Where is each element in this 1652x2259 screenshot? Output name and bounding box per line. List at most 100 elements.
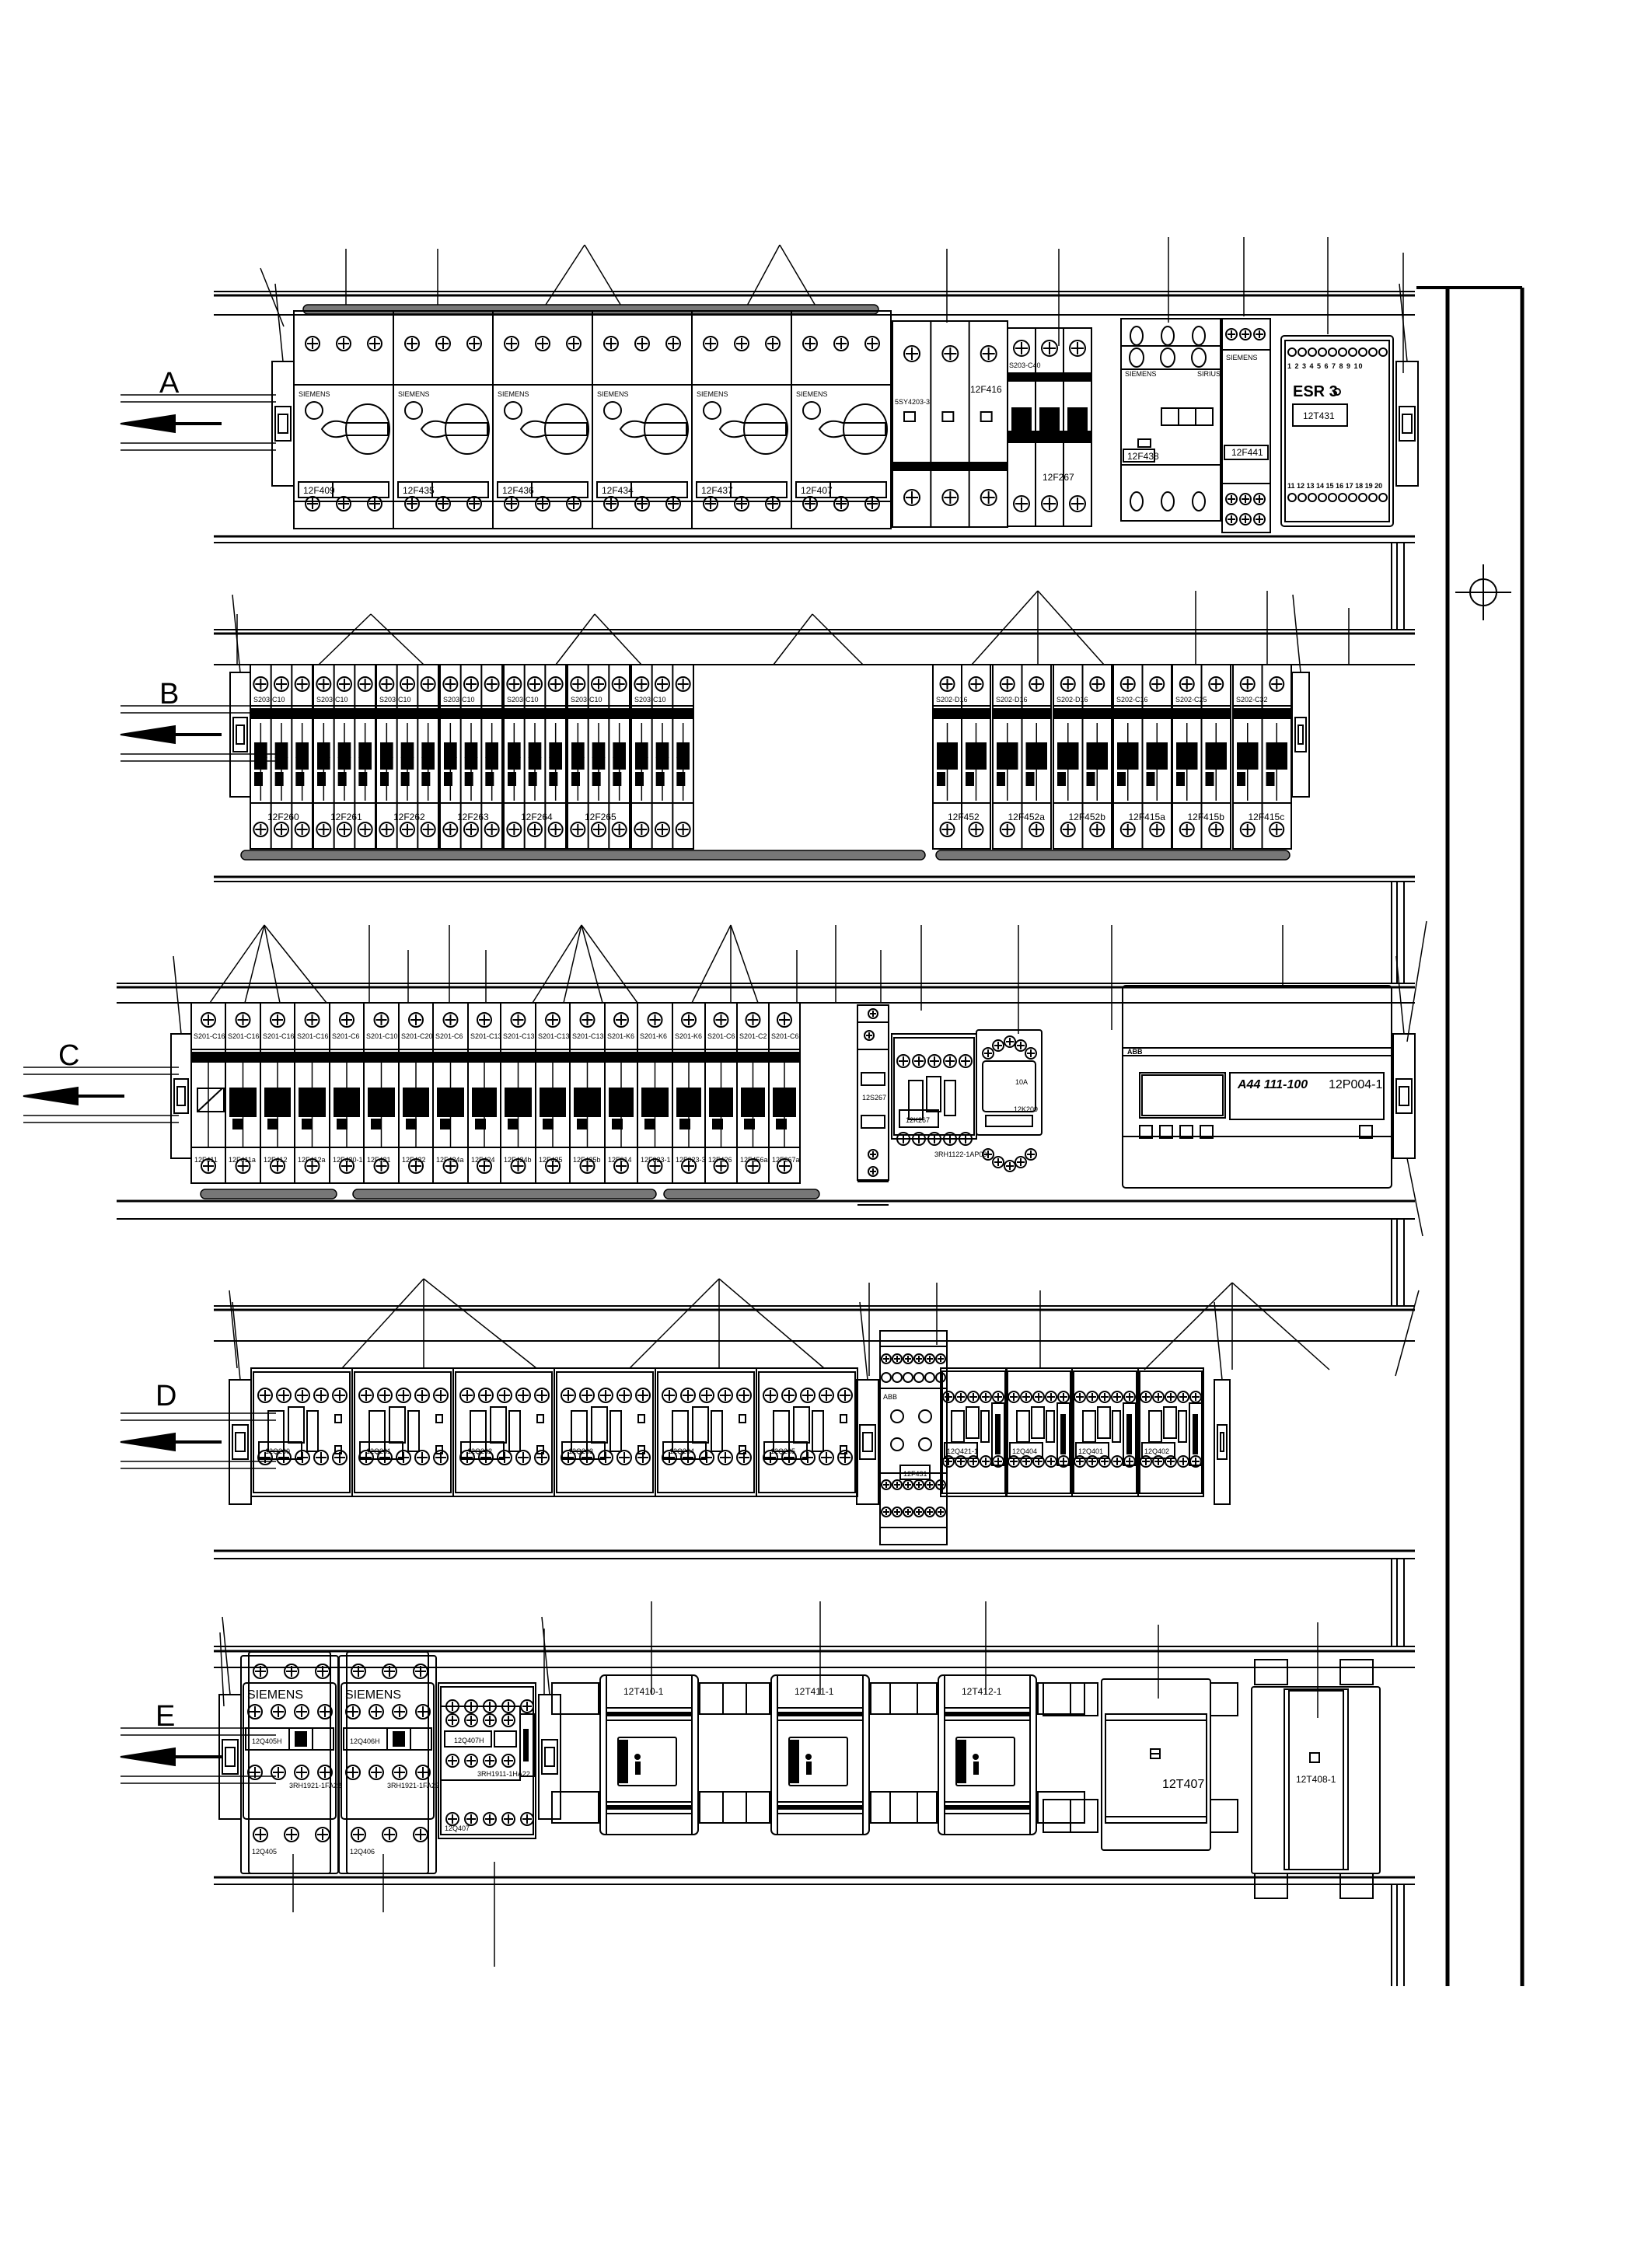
device-label: 12K267: [906, 1116, 930, 1124]
device-label: 12F260: [267, 812, 299, 822]
svg-text:S201-C20: S201-C20: [401, 1032, 433, 1040]
contactor-12Q264: 12Q264: [655, 1367, 757, 1497]
device-label: 12Q402: [1144, 1447, 1169, 1455]
row-E: ESIEMENS12Q405H3RH1921-1FA2212Q405SIEMEN…: [120, 1616, 1415, 1899]
device-label: 12Q262: [467, 1447, 492, 1455]
svg-text:S201-C6: S201-C6: [707, 1032, 735, 1040]
device-label: 12F263: [457, 812, 489, 822]
device-label: 12F411: [194, 1156, 218, 1164]
svg-text:A44 111-100: A44 111-100: [1237, 1078, 1308, 1091]
device-label: 12K209: [1014, 1105, 1038, 1113]
mcb1-12F014: S201-K6 12F014: [604, 1002, 638, 1184]
safety-relay-title: ESR 3: [1293, 383, 1338, 400]
mcb1-12F412: S201-C16 12F412: [260, 1002, 295, 1184]
transformer-din-12T411-1: 12T411-1: [722, 1674, 918, 1835]
svg-text:SIEMENS: SIEMENS: [697, 390, 728, 398]
transformer-box-12T407: 12T407: [1043, 1678, 1238, 1851]
contactor-12Q263: 12Q263: [554, 1367, 656, 1497]
row-letter-C: C: [58, 1039, 79, 1072]
device-label: 12F262: [393, 812, 425, 822]
switch-12S267: 12S267: [857, 1004, 889, 1206]
svg-text:SIEMENS: SIEMENS: [1125, 370, 1157, 378]
device-label: 12Q405: [252, 1848, 277, 1856]
row-letter-E: E: [155, 1700, 175, 1733]
svg-text:3RH1911-1HA22: 3RH1911-1HA22: [477, 1770, 530, 1778]
svg-text:S201-C13: S201-C13: [538, 1032, 570, 1040]
device-label: 12T411-1: [795, 1686, 834, 1697]
transformer-din-12T410-1: 12T410-1: [551, 1674, 747, 1835]
device-label: 12F407: [801, 485, 833, 496]
svg-text:S202-C16: S202-C16: [1116, 696, 1148, 704]
arrow-left-icon: [120, 724, 222, 745]
device-label: 12F023-1: [641, 1156, 671, 1164]
end-stop-13: [1214, 1301, 1231, 1505]
svg-text:SIEMENS: SIEMENS: [247, 1688, 303, 1702]
device-label: 12F431: [903, 1470, 927, 1478]
mcb1-12F425: S201-C13 12F425: [535, 1002, 571, 1184]
svg-text:12Q407H: 12Q407H: [454, 1737, 484, 1744]
device-label: 12F415c: [1249, 812, 1285, 822]
device-label: 12T412-1: [962, 1686, 1002, 1697]
device-label: 12F422: [402, 1156, 426, 1164]
svg-text:S201-K6: S201-K6: [607, 1032, 634, 1040]
svg-text:ABB: ABB: [883, 1393, 897, 1401]
svg-text:11 12 13 14 15 16 17 18 19 20: 11 12 13 14 15 16 17 18 19 20: [1287, 482, 1382, 490]
end-stop-12: [1395, 283, 1419, 487]
device-label: 12Q263: [568, 1447, 593, 1455]
svg-text:SIEMENS: SIEMENS: [597, 390, 629, 398]
device-label: 12F411a: [229, 1156, 256, 1164]
device-label: 12F412a: [298, 1156, 326, 1164]
device-label: 12Q265: [770, 1447, 795, 1455]
contactor-aux-12Q404: 12Q404: [1005, 1367, 1073, 1497]
device-label: 12Q401: [1078, 1447, 1103, 1455]
row-letter-D: D: [155, 1380, 176, 1412]
svg-text:S202-D16: S202-D16: [936, 696, 968, 704]
svg-text:S202-D16: S202-D16: [996, 696, 1028, 704]
device-label: 12F409: [303, 485, 335, 496]
svg-text:SIEMENS: SIEMENS: [398, 390, 430, 398]
device-label: 12F441: [1231, 447, 1263, 458]
device-label: 12F425: [539, 1156, 563, 1164]
svg-text:SIEMENS: SIEMENS: [1226, 354, 1258, 361]
contactor-12Q260: 12Q260: [250, 1367, 353, 1497]
device-label: 12T407: [1162, 1778, 1204, 1791]
motor-starter-12F407: SIEMENS 12F407: [791, 310, 892, 529]
aux-block-12F441: SIEMENS 12F441: [1221, 318, 1271, 533]
device-label: 12F425b: [573, 1156, 601, 1164]
svg-text:SIEMENS: SIEMENS: [796, 390, 828, 398]
device-label: 12F265: [585, 812, 616, 822]
device-label: 12F424b: [504, 1156, 532, 1164]
svg-text:S201-C13: S201-C13: [470, 1032, 502, 1040]
svg-text:10A: 10A: [1015, 1078, 1028, 1086]
end-stop-14: [1291, 594, 1310, 798]
svg-text:S201-C16: S201-C16: [263, 1032, 295, 1040]
end-stop-4: [538, 1616, 561, 1820]
svg-text:S203-C10: S203-C10: [634, 696, 666, 704]
svg-text:SIEMENS: SIEMENS: [299, 390, 330, 398]
device-label: 12F014: [608, 1156, 632, 1164]
svg-text:3RH1122-1AP00: 3RH1122-1AP00: [934, 1150, 987, 1158]
device-label: 12F456a: [740, 1156, 768, 1164]
device-label: 12F267a: [772, 1156, 800, 1164]
device-label: 12F412: [264, 1156, 288, 1164]
